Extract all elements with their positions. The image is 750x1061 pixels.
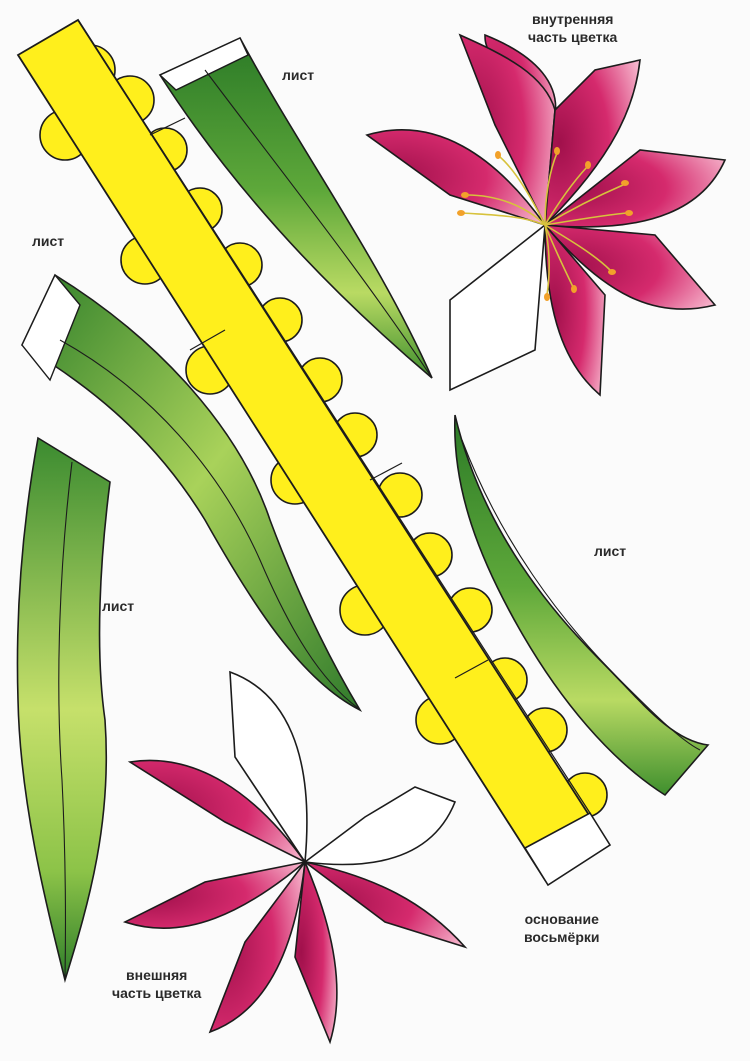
label-inner-flower-line1: внутренняя bbox=[531, 11, 614, 27]
label-inner-flower-line2: часть цветка bbox=[528, 29, 618, 45]
label-outer-flower-line1: внешняя bbox=[126, 967, 188, 983]
label-leaf-left-text: лист bbox=[32, 233, 65, 249]
label-leaf-bottom-left: лист bbox=[102, 597, 134, 615]
label-leaf-bottom-left-text: лист bbox=[102, 598, 135, 614]
inner-flower bbox=[365, 33, 727, 397]
label-base: основание восьмёрки bbox=[524, 910, 600, 946]
label-base-line1: основание bbox=[524, 911, 599, 927]
base-strip bbox=[16, 18, 612, 887]
label-inner-flower: внутренняя часть цветка bbox=[528, 10, 617, 46]
label-outer-flower: внешняя часть цветка bbox=[112, 966, 201, 1002]
label-leaf-top-text: лист bbox=[282, 67, 315, 83]
label-outer-flower-line2: часть цветка bbox=[112, 985, 202, 1001]
label-leaf-top: лист bbox=[282, 66, 314, 84]
leaf-bottom-left bbox=[16, 436, 111, 983]
label-leaf-right: лист bbox=[594, 542, 626, 560]
label-base-line2: восьмёрки bbox=[524, 929, 600, 945]
outer-flower bbox=[122, 670, 468, 1045]
leaf-right bbox=[453, 414, 710, 797]
leaf-left bbox=[20, 273, 363, 712]
label-leaf-left: лист bbox=[32, 232, 64, 250]
leaf-top bbox=[158, 36, 433, 379]
label-leaf-right-text: лист bbox=[594, 543, 627, 559]
